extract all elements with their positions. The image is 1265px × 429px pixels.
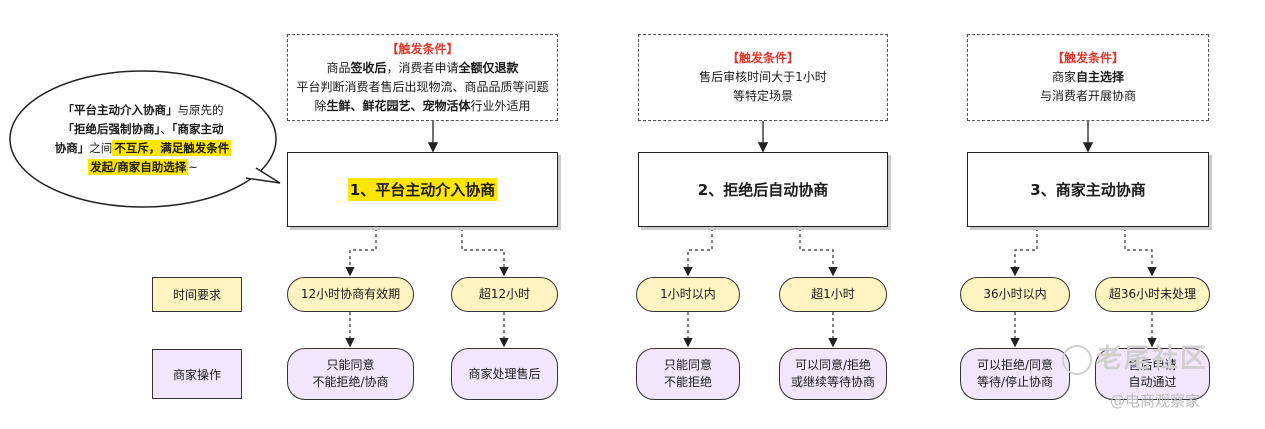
- trigger-text: 行业外适用: [470, 98, 531, 113]
- trigger-text: 等特定场景: [732, 89, 793, 103]
- action-pill: 售后申请 自动通过: [1095, 348, 1210, 400]
- callout-text-part: 与原先的: [177, 103, 224, 117]
- flow-title-box-1: 1、平台主动介入协商: [287, 152, 558, 227]
- dashed-connector: [683, 228, 713, 277]
- trigger-text: 除: [314, 98, 327, 113]
- trigger-text: 与消费者开展协商: [1039, 89, 1136, 103]
- row-label-action: 商家操作: [152, 349, 242, 399]
- callout-text: 「平台主动介入协商」与原先的 「拒绝后强制协商」、「商家主动 协商」之间不互斥，…: [28, 101, 258, 177]
- dashed-connector: [345, 228, 377, 277]
- time-pill: 36小时以内: [960, 277, 1070, 312]
- trigger-emphasis: 签收后: [350, 60, 387, 75]
- callout-term: 「拒绝后强制协商」: [62, 122, 161, 136]
- callout-text-part: 、: [160, 122, 172, 136]
- trigger-text: 商家: [1051, 70, 1076, 84]
- trigger-box-1: 【触发条件】 商品签收后，消费者申请全额仅退款 平台判断消费者售后出现物流、商品…: [287, 34, 558, 121]
- callout-term: 「商家主动: [171, 122, 224, 136]
- trigger-emphasis: 生鲜、鲜花园艺、宠物活体: [326, 98, 471, 113]
- action-pill: 可以拒绝/同意 等待/停止协商: [960, 348, 1070, 400]
- dashed-connector: [1124, 228, 1157, 277]
- flow-title-2: 2、拒绝后自动协商: [697, 181, 829, 199]
- row-label-time: 时间要求: [152, 277, 242, 312]
- trigger-emphasis: 自主选择: [1076, 70, 1125, 84]
- watermark-handle: @电商观察家: [1110, 392, 1201, 410]
- callout-highlight: 发起/商家自助选择: [88, 159, 189, 175]
- action-pill: 只能同意 不能拒绝: [636, 348, 740, 400]
- callout-highlight: 不互斥，满足触发条件: [112, 140, 232, 156]
- time-pill: 12小时协商有效期: [287, 277, 414, 312]
- trigger-box-2: 【触发条件】 售后审核时间大于1小时 等特定场景: [638, 34, 888, 121]
- action-pill: 可以同意/拒绝 或继续等待协商: [779, 348, 887, 400]
- speech-bubble-shape: [9, 70, 281, 208]
- time-pill: 超12小时: [451, 277, 558, 312]
- trigger-text: 商品: [326, 60, 351, 75]
- watermark-logo: 老尾社区: [1062, 338, 1208, 375]
- trigger-box-3: 【触发条件】 商家自主选择 与消费者开展协商: [967, 34, 1209, 121]
- time-pill: 超1小时: [779, 277, 887, 312]
- trigger-emphasis: 全额仅退款: [458, 60, 519, 75]
- time-pill: 1小时以内: [636, 277, 740, 312]
- trigger-tag: 【触发条件】: [726, 51, 799, 65]
- watermark-text: 老尾社区: [1096, 344, 1209, 374]
- trigger-text: 平台判断消费者售后出现物流、商品品质等问题: [296, 79, 549, 94]
- flow-title-1: 1、平台主动介入协商: [347, 178, 498, 201]
- trigger-text: ，消费者申请: [386, 60, 459, 75]
- dashed-connector: [799, 228, 838, 277]
- watermark-icon: [1062, 344, 1092, 375]
- action-pill: 商家处理售后: [451, 348, 558, 400]
- dashed-connector: [1010, 228, 1038, 277]
- callout-term: 「平台主动介入协商」: [62, 103, 178, 117]
- action-pill: 只能同意 不能拒绝/协商: [287, 348, 414, 400]
- flow-title-3: 3、商家主动协商: [1030, 181, 1146, 199]
- flow-title-box-3: 3、商家主动协商: [967, 152, 1209, 227]
- callout-text-part: 之间: [89, 141, 113, 155]
- trigger-tag: 【触发条件】: [1051, 51, 1124, 65]
- trigger-tag: 【触发条件】: [386, 41, 459, 56]
- callout-term: 协商」: [54, 141, 90, 155]
- flow-title-box-2: 2、拒绝后自动协商: [638, 152, 888, 227]
- callout-text-part: ~: [188, 160, 198, 174]
- time-pill: 超36小时未处理: [1095, 277, 1210, 312]
- dashed-connector: [461, 228, 509, 277]
- trigger-text: 售后审核时间大于1小时: [699, 70, 827, 84]
